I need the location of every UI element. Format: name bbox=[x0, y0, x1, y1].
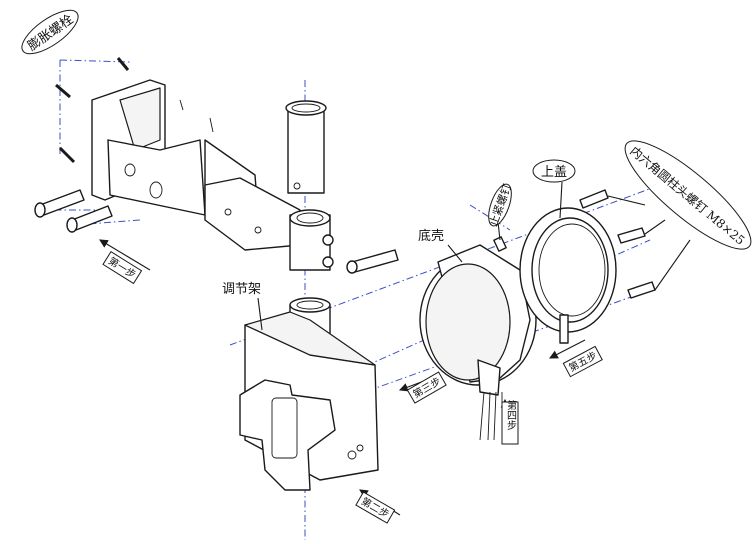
expansion-bolts bbox=[55, 57, 130, 164]
svg-text:内六角圆柱头螺钉 M8×25: 内六角圆柱头螺钉 M8×25 bbox=[627, 143, 748, 248]
upper-pipe bbox=[285, 100, 327, 194]
label-top-cover: 上盖 bbox=[532, 159, 576, 183]
long-bolt bbox=[346, 249, 399, 274]
pipe-clamp bbox=[289, 209, 334, 271]
svg-text:上盖: 上盖 bbox=[541, 165, 567, 180]
label-set-screw: 止紧螺钉 bbox=[487, 182, 514, 228]
tag-step5: 第五步 bbox=[562, 345, 603, 378]
leader-lines bbox=[257, 181, 691, 331]
adjusting-bracket bbox=[239, 311, 379, 491]
tag-step4: 第四步 bbox=[501, 399, 519, 445]
base-shell bbox=[419, 244, 537, 441]
label-expansion-bolt: 膨胀螺栓 bbox=[21, 9, 79, 54]
label-bracket: 调节架 bbox=[222, 282, 261, 297]
tag-step3: 第三步 bbox=[406, 371, 447, 404]
hex-screws-left bbox=[34, 189, 113, 233]
svg-text:第四步: 第四步 bbox=[505, 399, 517, 430]
label-base-shell: 底壳 bbox=[418, 228, 444, 244]
tag-step1: 第一步 bbox=[102, 250, 143, 285]
tag-step2: 第二步 bbox=[355, 491, 396, 524]
wall-bracket bbox=[91, 79, 301, 251]
top-cover bbox=[519, 207, 617, 344]
set-screw bbox=[493, 236, 507, 252]
